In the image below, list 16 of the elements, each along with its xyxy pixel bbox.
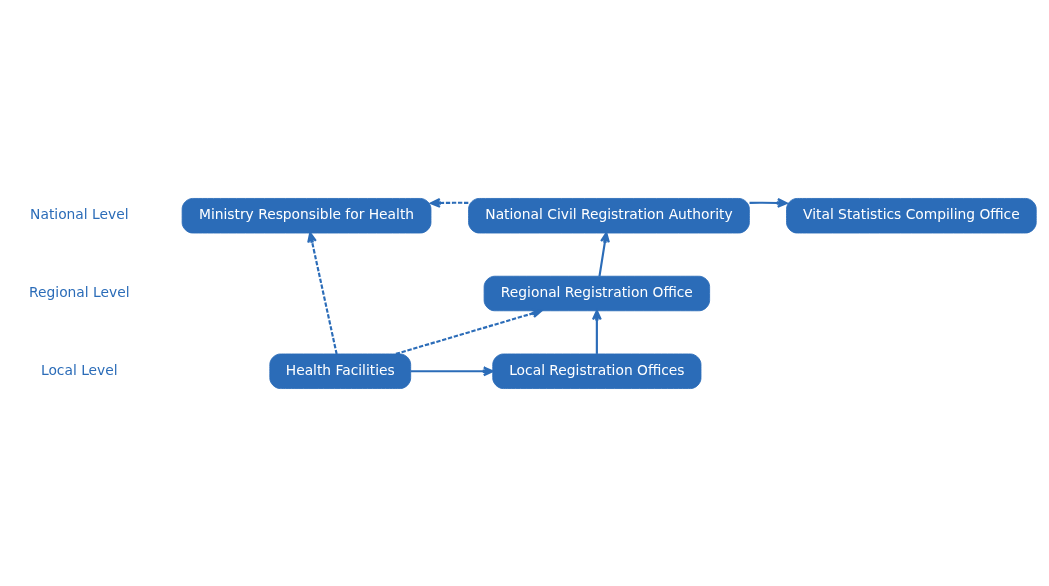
arrow [591, 309, 602, 354]
node-box: Ministry Responsible for Health [181, 197, 432, 233]
label: Regional Level [29, 283, 130, 300]
arrow [410, 365, 494, 376]
node-box: Health Facilities [269, 353, 412, 389]
arrow [307, 231, 338, 354]
node-box: National Civil Registration Authority [468, 197, 750, 233]
arrow [749, 197, 788, 208]
label: Local Level [40, 361, 118, 378]
arrow [430, 197, 469, 208]
label: National Level [30, 205, 129, 222]
arrow [598, 231, 610, 276]
node-box: Vital Statistics Compiling Office [786, 197, 1037, 233]
arrow [395, 307, 543, 355]
node-box: Regional Registration Office [483, 275, 711, 311]
node-box: Local Registration Offices [492, 353, 702, 389]
